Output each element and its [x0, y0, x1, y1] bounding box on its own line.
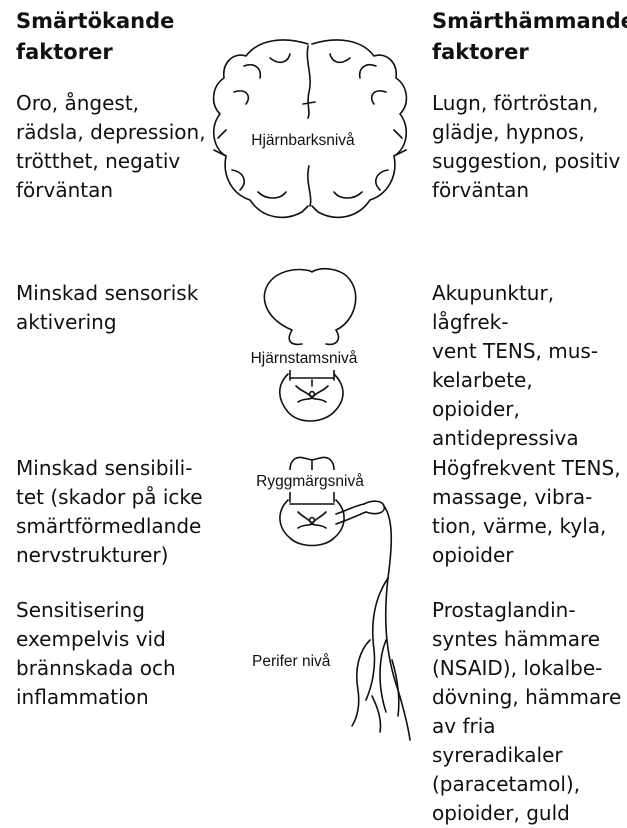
- spinal-level-label: Ryggmärgsnivå: [256, 473, 364, 490]
- peripheral-nerve-illustration: [352, 506, 410, 740]
- brainstem-illustration: [264, 269, 355, 421]
- brainstem-level-label: Hjärnstamsnivå: [251, 350, 358, 367]
- nervous-system-levels-figure: Hjärnbarksnivå Hjärnstamsnivå Ryggmärgsn…: [0, 0, 627, 810]
- cortex-level-label: Hjärnbarksnivå: [251, 132, 355, 149]
- peripheral-level-label: Perifer nivå: [252, 653, 331, 670]
